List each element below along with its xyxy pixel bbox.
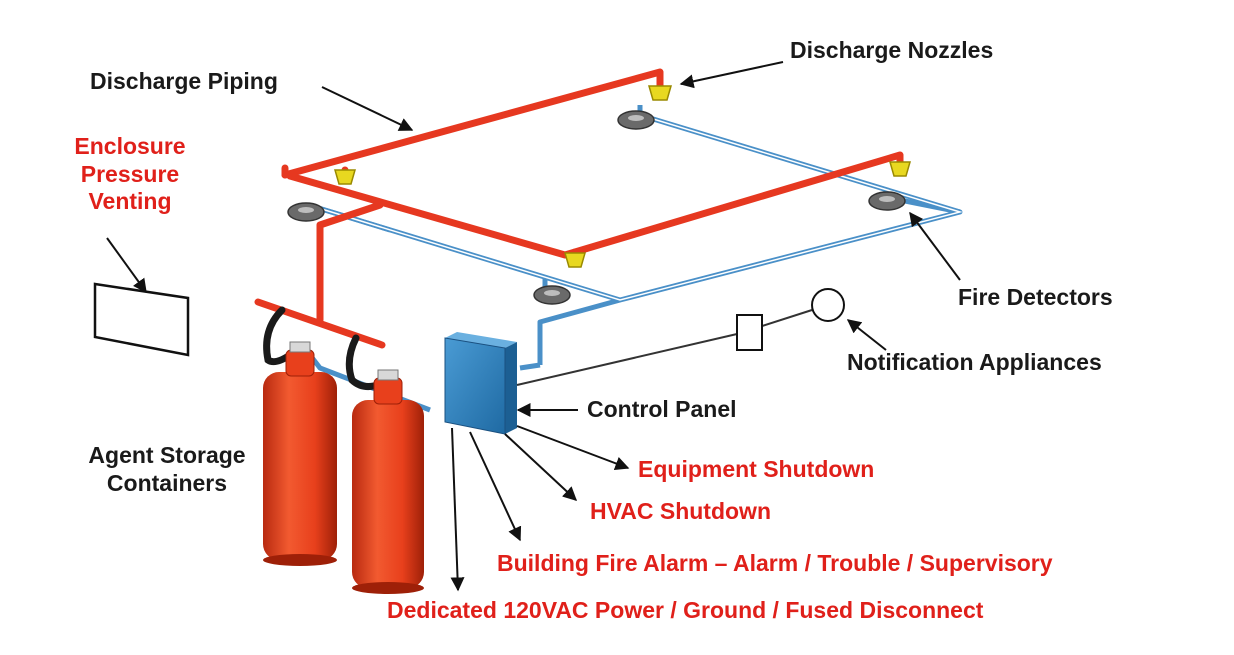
agent-storage-line-1: Agent Storage: [88, 442, 246, 468]
arrow-dedicated-power: [450, 427, 465, 592]
arrow-hvac-shutdown: [504, 433, 578, 501]
agent-storage-line-2: Containers: [106, 469, 228, 496]
arrow-discharge-nozzles: [679, 61, 784, 89]
arrow-fire-detectors: [909, 211, 961, 281]
enclosure-label-line-3: Venting: [88, 188, 172, 215]
smoke-detector-icon-highlight: [298, 115, 895, 296]
vent-panel-icon: [93, 282, 190, 357]
discharge-piping: [254, 68, 904, 349]
notification-wiring: [516, 309, 813, 386]
discharge-piping-label: Discharge Piping: [90, 68, 278, 94]
arrow-notification: [846, 319, 887, 351]
building-fire-alarm-label: Building Fire Alarm – Alarm / Trouble / …: [497, 550, 1053, 576]
dedicated-power-label: Dedicated 120VAC Power / Ground / Fused …: [387, 597, 984, 623]
enclosure-label-line-2: Pressure: [80, 160, 180, 187]
agent-storage-containers-label: Agent Storage Containers: [62, 442, 272, 497]
discharge-nozzles-label: Discharge Nozzles: [790, 37, 994, 63]
horn-strobe-icon: [736, 314, 763, 351]
arrow-equipment-shutdown: [516, 425, 630, 471]
agent-cylinder-icon: [263, 341, 337, 566]
equipment-shutdown-label: Equipment Shutdown: [638, 456, 875, 482]
arrow-building-fire-alarm: [469, 431, 522, 542]
horn-strobe-icon: [811, 288, 845, 322]
arrow-enclosure-venting: [106, 237, 147, 294]
control-panel-label: Control Panel: [587, 396, 737, 422]
hvac-shutdown-label: HVAC Shutdown: [590, 498, 771, 524]
notification-appliances-label: Notification Appliances: [847, 349, 1102, 375]
control-panel-icon: [444, 332, 517, 435]
agent-cylinder-icon: [352, 369, 424, 594]
enclosure-label-line-1: Enclosure: [74, 133, 186, 159]
nozzle-icon: [334, 85, 911, 268]
enclosure-pressure-venting-label: Enclosure Pressure Venting: [55, 133, 205, 216]
detector-wiring-edge: [314, 114, 963, 301]
arrow-discharge-piping: [321, 86, 414, 131]
fire-detectors-label: Fire Detectors: [958, 284, 1113, 310]
callout-arrows: [106, 61, 961, 592]
